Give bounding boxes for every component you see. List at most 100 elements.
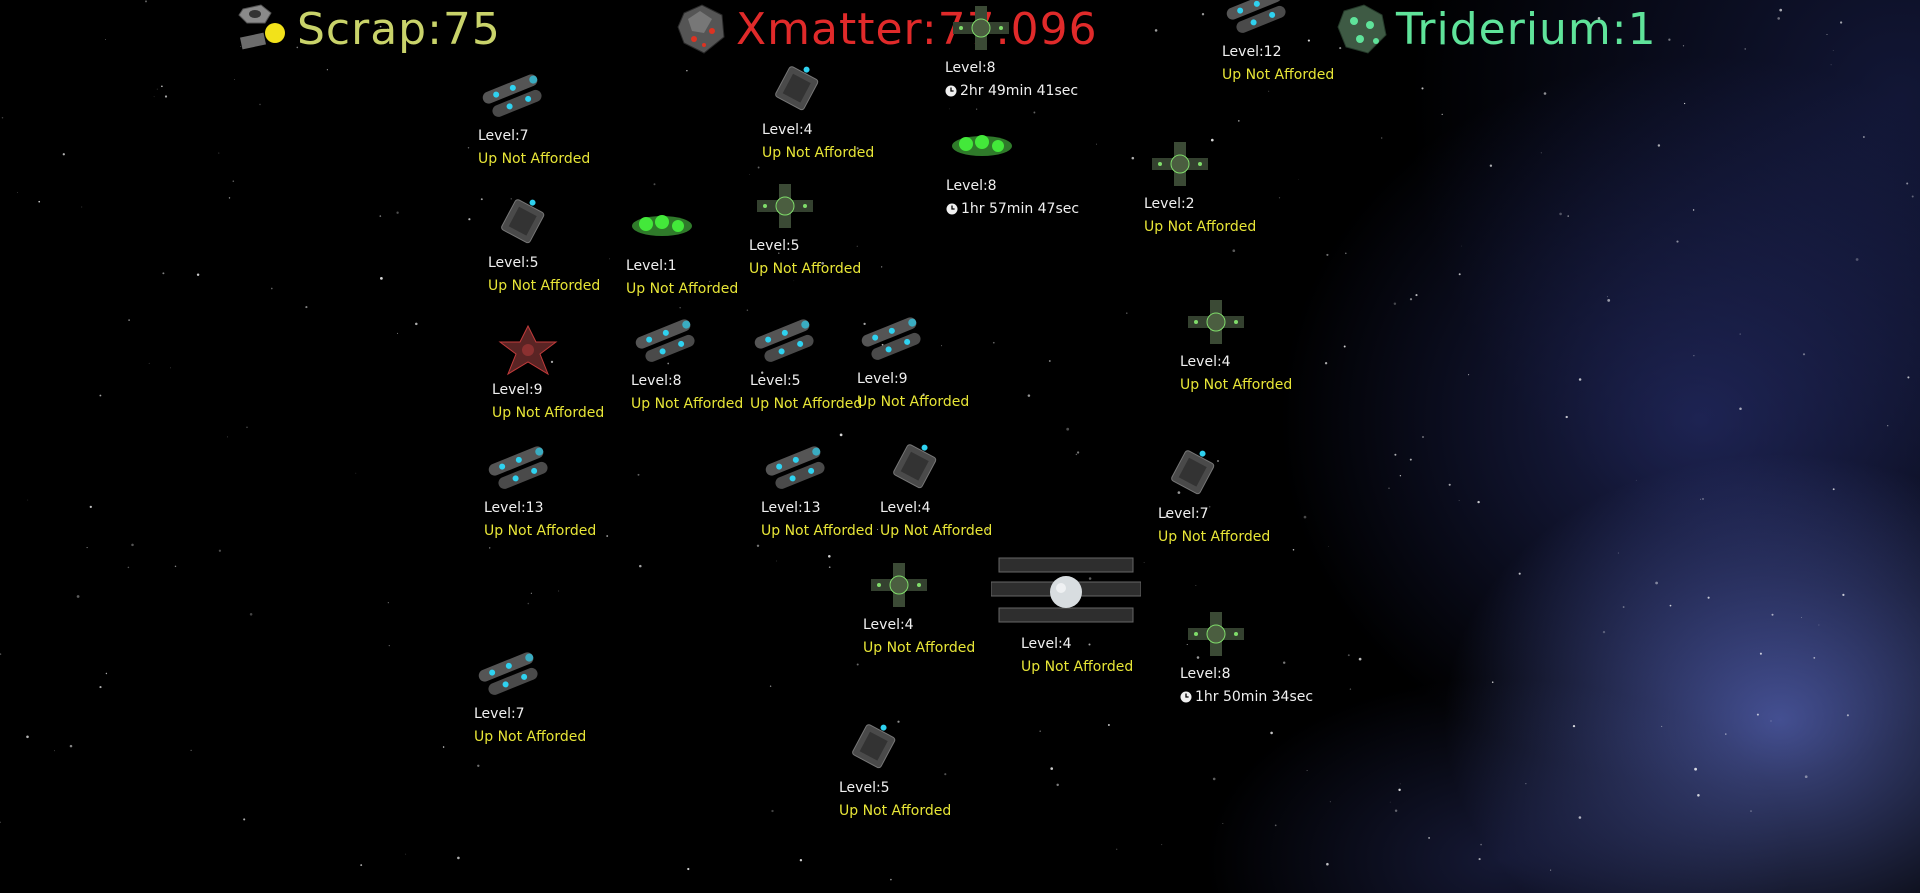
ship-sprite[interactable]: [484, 440, 556, 496]
triderium-label: Triderium:1: [1396, 3, 1657, 55]
ship-level-label: Level:4: [762, 122, 813, 138]
upgrade-status[interactable]: Up Not Afforded: [750, 396, 863, 412]
ship-level-label: Level:4: [1021, 636, 1072, 652]
ship-s19[interactable]: Level:4 Up Not Afforded: [863, 557, 975, 656]
ship-sprite[interactable]: [488, 195, 560, 251]
upgrade-status[interactable]: Up Not Afforded: [749, 261, 862, 277]
upgrade-status[interactable]: Up Not Afforded: [478, 151, 591, 167]
ship-level-label: Level:13: [484, 500, 544, 516]
ship-sprite[interactable]: [749, 178, 821, 234]
ship-sprite[interactable]: [1158, 446, 1230, 502]
ship-sprite[interactable]: [1180, 606, 1252, 662]
ship-level-label: Level:5: [749, 238, 800, 254]
ship-sprite[interactable]: [857, 311, 929, 367]
ship-s15[interactable]: Level:13 Up Not Afforded: [484, 440, 596, 539]
upgrade-status[interactable]: Up Not Afforded: [492, 405, 605, 421]
ship-sprite[interactable]: [991, 552, 1141, 632]
upgrade-timer-text: 2hr 49min 41sec: [960, 83, 1079, 99]
ship-s13[interactable]: Level:9 Up Not Afforded: [857, 311, 969, 410]
ship-s18[interactable]: Level:7 Up Not Afforded: [1158, 446, 1270, 545]
scrap-label: Scrap:75: [297, 3, 501, 55]
ship-level-label: Level:2: [1144, 196, 1195, 212]
ship-level-label: Level:8: [631, 373, 682, 389]
ship-level-label: Level:13: [761, 500, 821, 516]
xmatter-crystal-icon: [677, 4, 725, 54]
ship-level-label: Level:5: [839, 780, 890, 796]
ship-s08[interactable]: Level:1 Up Not Afforded: [626, 198, 738, 297]
triderium-ore-icon: [1337, 4, 1387, 54]
ship-level-label: Level:4: [863, 617, 914, 633]
clock-icon: [1180, 691, 1192, 703]
ship-sprite[interactable]: [945, 0, 1017, 56]
ship-level-label: Level:7: [1158, 506, 1209, 522]
ship-level-label: Level:7: [478, 128, 529, 144]
ship-s12[interactable]: Level:5 Up Not Afforded: [750, 313, 862, 412]
ship-s22[interactable]: Level:7 Up Not Afforded: [474, 646, 586, 745]
clock-icon: [945, 85, 957, 97]
ship-s20[interactable]: Level:4 Up Not Afforded: [991, 552, 1141, 675]
ship-s04[interactable]: Level:4 Up Not Afforded: [762, 62, 874, 161]
upgrade-status[interactable]: Up Not Afforded: [1021, 659, 1134, 675]
upgrade-status[interactable]: Up Not Afforded: [857, 394, 970, 410]
ship-sprite[interactable]: [474, 646, 546, 702]
ship-sprite[interactable]: [478, 68, 550, 124]
upgrade-status[interactable]: Up Not Afforded: [839, 803, 952, 819]
ship-s14[interactable]: Level:4 Up Not Afforded: [1180, 294, 1292, 393]
ship-level-label: Level:5: [750, 373, 801, 389]
ship-s16[interactable]: Level:13 Up Not Afforded: [761, 440, 873, 539]
upgrade-status[interactable]: Up Not Afforded: [631, 396, 744, 412]
ship-sprite[interactable]: [750, 313, 822, 369]
xmatter-counter: Xmatter:77.096: [674, 3, 1098, 55]
ship-level-label: Level:8: [1180, 666, 1231, 682]
upgrade-status[interactable]: Up Not Afforded: [762, 145, 875, 161]
ship-level-label: Level:1: [626, 258, 677, 274]
ship-sprite[interactable]: [880, 440, 952, 496]
triderium-counter: Triderium:1: [1334, 3, 1657, 55]
upgrade-timer: 1hr 50min 34sec: [1180, 689, 1313, 705]
ship-sprite[interactable]: [839, 720, 911, 776]
upgrade-status[interactable]: Up Not Afforded: [761, 523, 874, 539]
upgrade-status[interactable]: Up Not Afforded: [1158, 529, 1271, 545]
upgrade-status[interactable]: Up Not Afforded: [1222, 67, 1335, 83]
upgrade-status[interactable]: Up Not Afforded: [863, 640, 976, 656]
ship-sprite[interactable]: [626, 198, 698, 254]
ship-s09[interactable]: Level:5 Up Not Afforded: [749, 178, 861, 277]
ship-s21[interactable]: Level:8 1hr 50min 34sec: [1180, 606, 1313, 705]
upgrade-status[interactable]: Up Not Afforded: [626, 281, 739, 297]
ship-sprite[interactable]: [1144, 136, 1216, 192]
xmatter-label: Xmatter:77.096: [736, 3, 1098, 55]
ship-level-label: Level:9: [492, 382, 543, 398]
ship-level-label: Level:7: [474, 706, 525, 722]
upgrade-status[interactable]: Up Not Afforded: [488, 278, 601, 294]
ship-s03[interactable]: Level:7 Up Not Afforded: [478, 68, 590, 167]
ship-sprite[interactable]: [492, 322, 564, 378]
upgrade-status[interactable]: Up Not Afforded: [880, 523, 993, 539]
upgrade-status[interactable]: Up Not Afforded: [1144, 219, 1257, 235]
ship-sprite[interactable]: [631, 313, 703, 369]
scrap-nut-icon: [238, 4, 285, 50]
ship-sprite[interactable]: [946, 118, 1018, 174]
ship-s10[interactable]: Level:9 Up Not Afforded: [492, 322, 604, 421]
upgrade-status[interactable]: Up Not Afforded: [484, 523, 597, 539]
ship-s11[interactable]: Level:8 Up Not Afforded: [631, 313, 743, 412]
upgrade-status[interactable]: Up Not Afforded: [474, 729, 587, 745]
ship-sprite[interactable]: [1180, 294, 1252, 350]
ship-level-label: Level:9: [857, 371, 908, 387]
upgrade-timer-text: 1hr 57min 47sec: [961, 201, 1080, 217]
ship-sprite[interactable]: [1222, 0, 1294, 40]
ship-s23[interactable]: Level:5 Up Not Afforded: [839, 720, 951, 819]
ship-sprite[interactable]: [762, 62, 834, 118]
ship-s07[interactable]: Level:5 Up Not Afforded: [488, 195, 600, 294]
ship-sprite[interactable]: [761, 440, 833, 496]
ship-sprite[interactable]: [863, 557, 935, 613]
ship-level-label: Level:4: [1180, 354, 1231, 370]
upgrade-status[interactable]: Up Not Afforded: [1180, 377, 1293, 393]
ship-level-label: Level:5: [488, 255, 539, 271]
ship-s06[interactable]: Level:2 Up Not Afforded: [1144, 136, 1256, 235]
upgrade-timer-text: 1hr 50min 34sec: [1195, 689, 1314, 705]
